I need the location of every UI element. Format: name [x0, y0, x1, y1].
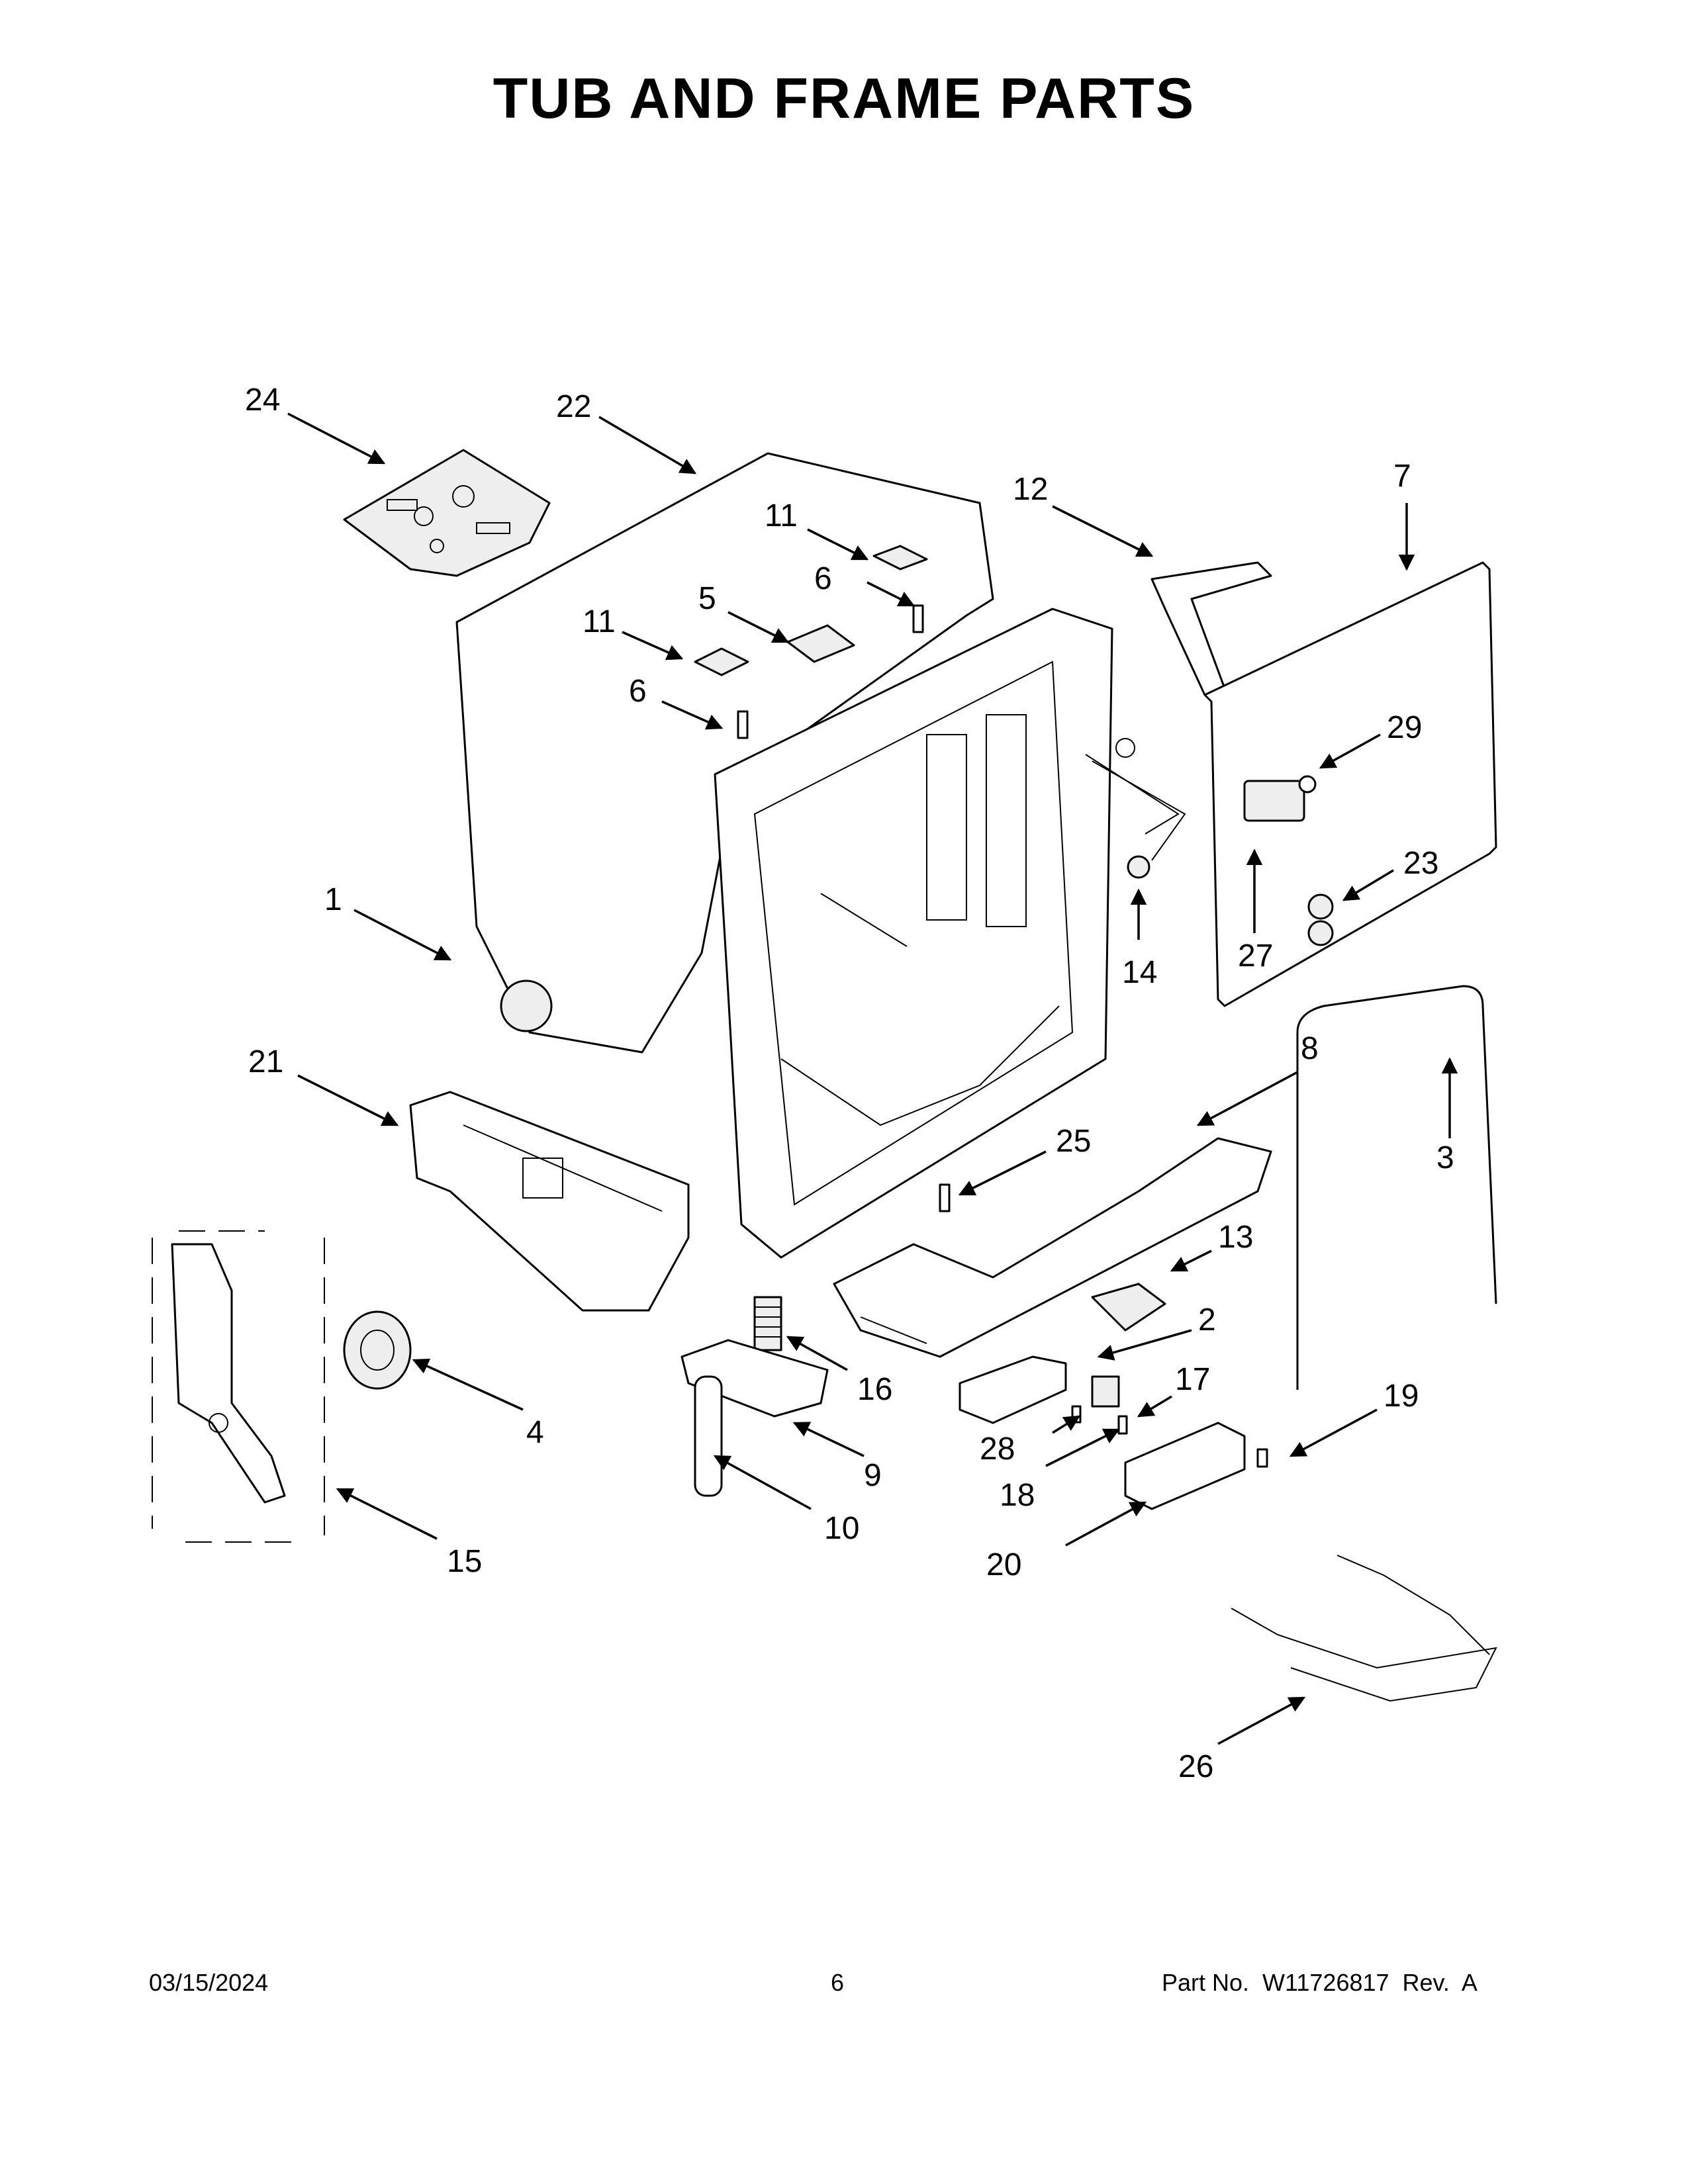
callout-23: 23	[1403, 846, 1438, 881]
part-23-roller	[1307, 893, 1334, 946]
callout-10: 10	[824, 1511, 859, 1546]
callout-15: 15	[447, 1544, 482, 1579]
callout-12: 12	[1013, 472, 1048, 507]
callout-16: 16	[857, 1372, 892, 1407]
callout-24: 24	[245, 383, 280, 418]
part-11-brackets	[694, 545, 928, 676]
callout-11a: 11	[765, 498, 798, 533]
callout-25: 25	[1056, 1124, 1091, 1159]
part-3-side-gasket	[1296, 985, 1497, 1390]
callout-22: 22	[556, 389, 591, 424]
part-21-front-frame	[409, 1091, 690, 1312]
footer-part-number: Part No. W11726817 Rev. A	[1162, 1969, 1477, 1996]
part-16-spring	[753, 1296, 782, 1351]
part-15-assembly	[152, 1230, 325, 1543]
callout-27: 27	[1238, 938, 1273, 974]
callout-4: 4	[526, 1415, 544, 1450]
part-10-leg	[694, 1375, 723, 1497]
callout-19: 19	[1383, 1379, 1419, 1414]
callout-18: 18	[1000, 1478, 1035, 1513]
callout-9: 9	[864, 1458, 882, 1493]
leader-arrows	[287, 412, 1458, 1745]
callout-20: 20	[986, 1547, 1021, 1582]
callout-6b: 6	[629, 674, 647, 709]
callout-6a: 6	[814, 561, 832, 596]
callout-26: 26	[1178, 1749, 1213, 1784]
part-6-screws	[737, 604, 924, 739]
part-4-wheel	[343, 1310, 412, 1390]
part-5-hinge-bracket	[786, 624, 855, 663]
part-2-bracket	[959, 1355, 1067, 1424]
callout-2: 2	[1198, 1302, 1216, 1338]
callout-13: 13	[1218, 1220, 1253, 1255]
callout-21: 21	[248, 1044, 283, 1079]
callout-8: 8	[1301, 1031, 1319, 1066]
part-26-wire-harness	[1231, 1555, 1497, 1702]
part-14-plug	[1092, 760, 1186, 879]
footer-page-number: 6	[831, 1969, 845, 1996]
callout-11b: 11	[583, 604, 616, 639]
part-22-insulation-blanket	[455, 452, 994, 1054]
callout-17: 17	[1175, 1362, 1210, 1397]
part-19-screw	[1256, 1448, 1268, 1468]
part-25-screw	[939, 1183, 951, 1212]
part-13-bracket	[1091, 1283, 1166, 1332]
callout-5: 5	[698, 581, 716, 616]
page-title: TUB AND FRAME PARTS	[492, 67, 1196, 130]
callout-29: 29	[1387, 710, 1422, 745]
part-7-gasket	[1203, 561, 1497, 1007]
part-8-base	[833, 1137, 1272, 1358]
part-18-screw	[1117, 1415, 1128, 1435]
part-12-trim	[1150, 561, 1272, 696]
callout-14: 14	[1122, 955, 1157, 990]
part-17-latch	[1091, 1375, 1120, 1408]
callout-7: 7	[1393, 459, 1411, 494]
part-29-clip	[1298, 775, 1317, 794]
callout-28: 28	[980, 1432, 1015, 1467]
callout-labels: 1 2 3 4 5 6 6 7 8 9 10 11 11 12 13 14 15…	[245, 383, 1454, 1784]
part-24-hardware-bag	[343, 449, 551, 577]
part-9-bracket	[680, 1339, 829, 1418]
part-27-bracket-assembly	[1243, 780, 1305, 822]
callout-3: 3	[1436, 1140, 1454, 1175]
part-20-cover	[1124, 1422, 1246, 1510]
footer-date: 03/15/2024	[149, 1969, 269, 1996]
callout-1: 1	[324, 882, 342, 917]
part-1-tub	[714, 608, 1180, 1259]
